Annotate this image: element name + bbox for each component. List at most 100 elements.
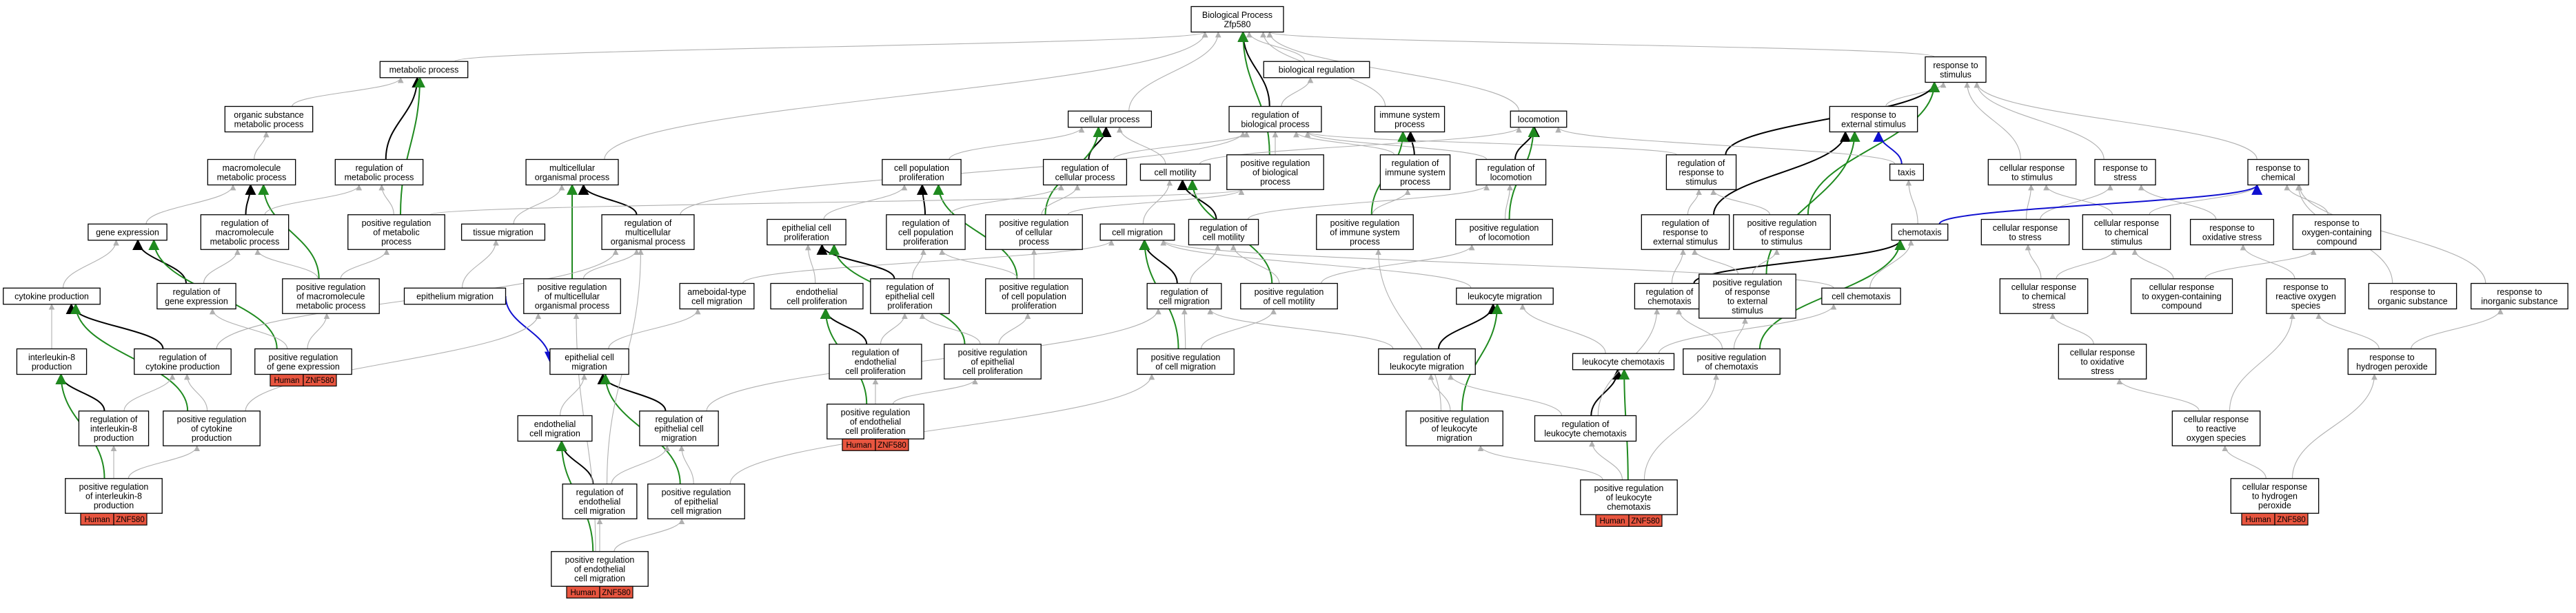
go-term-cellmot[interactable]: cell motility: [1139, 163, 1211, 181]
edge-is-a: [1246, 31, 1306, 62]
go-term-leukochemo[interactable]: leukocyte chemotaxis: [1572, 353, 1675, 371]
go-term-loco[interactable]: locomotion: [1510, 110, 1568, 128]
edge-is-a: [1304, 131, 1678, 156]
term-label-line: of macromolecule: [297, 292, 365, 302]
go-term-tissuemig[interactable]: tissue migration: [460, 223, 546, 241]
go-term-geneexp[interactable]: gene expression: [88, 223, 168, 241]
go-term-metab[interactable]: metabolic process: [379, 61, 469, 79]
term-label-line: regulation of: [1562, 419, 1610, 429]
term-label-line: stimulus: [1685, 177, 1717, 187]
go-term-cellproc[interactable]: cellular process: [1067, 110, 1153, 128]
go-term-taxis[interactable]: taxis: [1889, 163, 1925, 181]
gene-badge-label: ZNF580: [1631, 517, 1660, 526]
go-term-leukomig[interactable]: leukocyte migration: [1456, 287, 1554, 305]
go-term-chemotaxis[interactable]: chemotaxis: [1891, 223, 1949, 241]
go-term-cellmig[interactable]: cell migration: [1099, 223, 1175, 241]
go-term-cytprod[interactable]: cytokine production: [3, 287, 101, 305]
term-label-line: regulation of: [1488, 163, 1535, 173]
go-term-bioreg[interactable]: biological regulation: [1263, 61, 1370, 79]
edge-is-a: [2025, 244, 2042, 279]
go-term-epimig[interactable]: epithelium migration: [403, 287, 507, 305]
go-term-cellchemo[interactable]: cell chemotaxis: [1821, 287, 1901, 305]
term-box: [1580, 479, 1678, 515]
term-label-line: positive regulation: [1594, 484, 1664, 493]
